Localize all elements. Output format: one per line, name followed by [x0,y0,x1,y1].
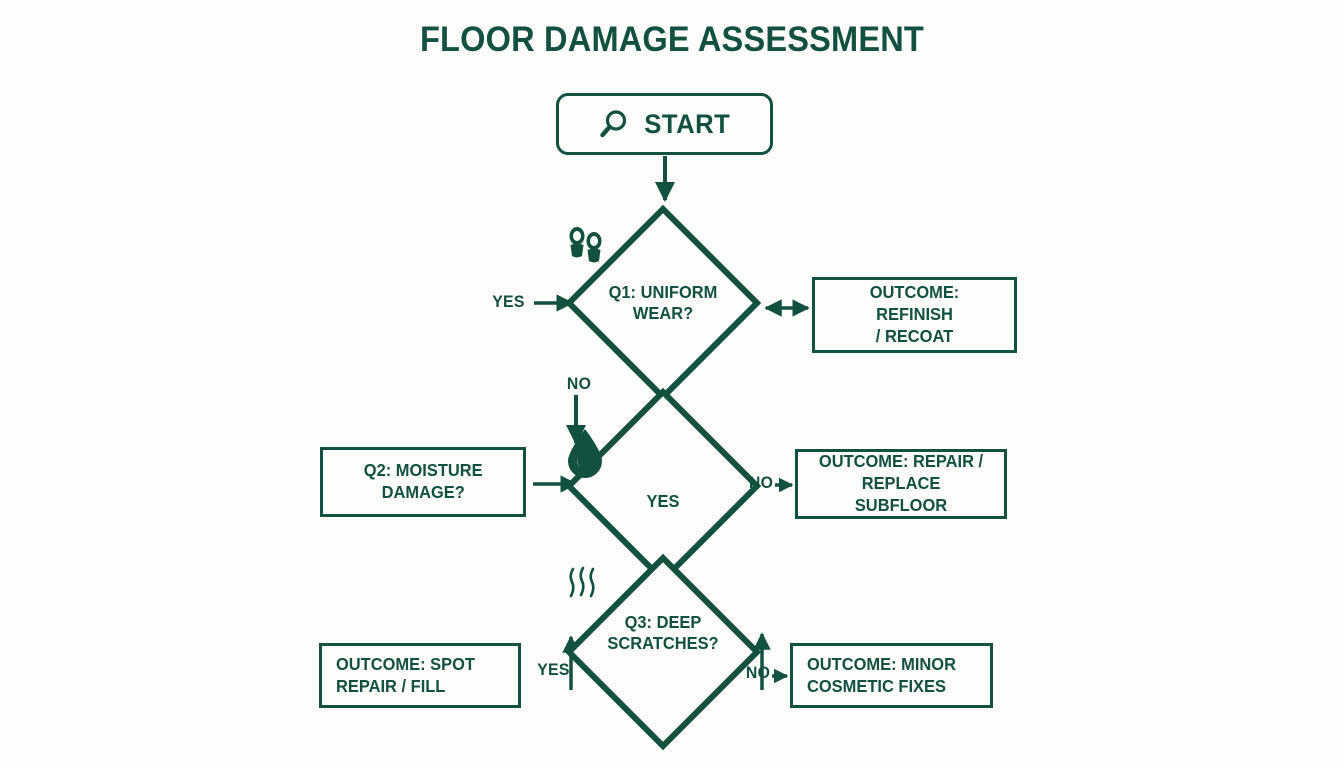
decision-moisture-label: YES [646,491,680,511]
outcome-spot-repair-fill[interactable]: OUTCOME: SPOT REPAIR / FILL [319,643,521,708]
start-node[interactable]: START [556,93,773,155]
magnifier-icon [597,107,631,141]
decision-q1-uniform-wear[interactable]: Q1: UNIFORM WEAR? [563,203,763,403]
outcome-refinish-recoat[interactable]: OUTCOME: REFINISH / RECOAT [812,277,1017,353]
decision-q1-label: Q1: UNIFORM WEAR? [608,282,718,323]
outcome-spot-repair-label: OUTCOME: SPOT REPAIR / FILL [336,653,475,696]
start-label: START [644,108,730,139]
edge-label-no-q3: NO [745,663,771,682]
decision-q3-deep-scratches[interactable]: Q3: DEEP SCRATCHES? [563,552,763,752]
outcome-subfloor-label: OUTCOME: REPAIR / REPLACE SUBFLOOR [818,451,984,515]
page-title: FLOOR DAMAGE ASSESSMENT [419,20,925,59]
outcome-repair-replace-subfloor[interactable]: OUTCOME: REPAIR / REPLACE SUBFLOOR [795,449,1007,519]
question-q2-label: Q2: MOISTURE DAMAGE? [363,460,483,502]
edge-label-no-q1-to-q2: NO [566,374,592,393]
question-q2-moisture-damage[interactable]: Q2: MOISTURE DAMAGE? [320,447,526,517]
edge-label-no-subfloor: NO [748,473,774,492]
decision-q3-label: Q3: DEEP SCRATCHES? [607,612,719,653]
edge-label-yes-q3: YES [537,660,570,679]
outcome-cosmetic-label: OUTCOME: MINOR COSMETIC FIXES [807,653,956,696]
outcome-refinish-label: OUTCOME: REFINISH / RECOAT [869,282,960,346]
edge-label-yes-q1: YES [492,292,525,311]
decision-moisture-diamond[interactable]: YES [563,386,763,586]
outcome-minor-cosmetic-fixes[interactable]: OUTCOME: MINOR COSMETIC FIXES [790,643,993,708]
